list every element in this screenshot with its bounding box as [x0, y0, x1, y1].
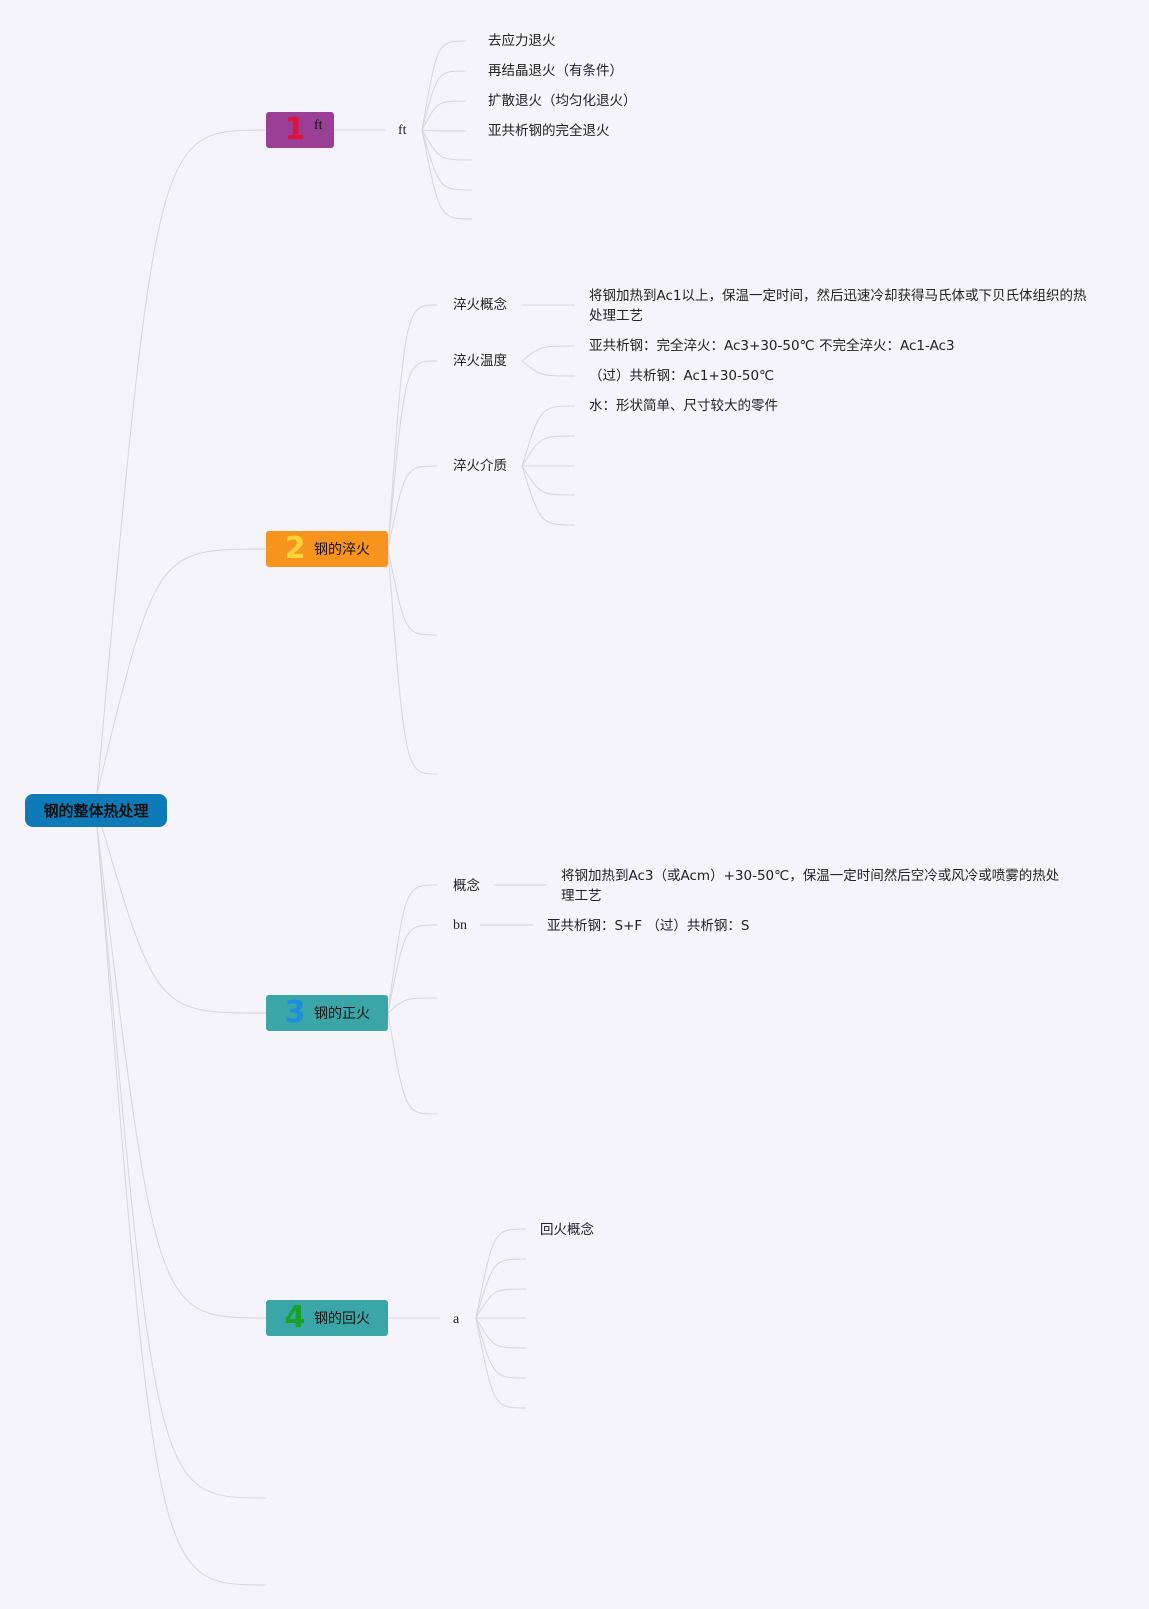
connector-line [421, 40, 467, 131]
connector-line [521, 345, 576, 362]
leaf-hypereutectoid-quench-temp[interactable]: （过）共析钢：Ac1+30-50℃ [589, 368, 775, 384]
leaf-water-medium[interactable]: 水：形状简单、尺寸较大的零件 [589, 398, 778, 414]
connector-line [421, 100, 467, 131]
subtopic-normalizing-concept[interactable]: 概念 [453, 878, 480, 894]
subtopic-quench-concept[interactable]: 淬火概念 [453, 297, 507, 313]
connector-line [521, 360, 576, 377]
connector-line [96, 548, 267, 795]
subtopic-bn[interactable]: bn [453, 918, 467, 933]
leaf-quench-definition[interactable]: 将钢加热到Ac1以上，保温一定时间，然后迅速冷却获得马氏体或下贝氏体组织的热处理… [589, 288, 1087, 324]
leaf-normalizing-definition[interactable]: 将钢加热到Ac3（或Acm）+30-50℃，保温一定时间然后空冷或风冷或喷雾的热… [561, 868, 1060, 904]
connector-line [387, 997, 438, 1014]
leaf-full-annealing[interactable]: 亚共析钢的完全退火 [488, 123, 610, 139]
branch-1-label: ft [314, 118, 323, 133]
leaf-recrystallization-annealing[interactable]: 再结晶退火（有条件） [488, 63, 623, 79]
branch-topic-2[interactable]: 2 钢的淬火 [266, 531, 388, 567]
number-3-icon: 3 [284, 995, 306, 1030]
connector-line [387, 548, 438, 636]
leaf-hypoeutectoid-quench-temp[interactable]: 亚共析钢：完全淬火：Ac3+30-50℃ 不完全淬火：Ac1-Ac3 [589, 338, 955, 354]
connector-line [96, 825, 267, 1586]
connector-line [521, 435, 576, 467]
leaf-normalizing-structure[interactable]: 亚共析钢：S+F （过）共析钢：S [547, 918, 750, 934]
connector-line [387, 304, 438, 550]
subtopic-quench-temperature[interactable]: 淬火温度 [453, 353, 507, 369]
connector-line [421, 70, 467, 131]
connector-line [96, 809, 267, 1014]
connector-line [475, 1317, 527, 1409]
connector-line [387, 884, 438, 1014]
connector-line [387, 924, 438, 1014]
subtopic-quench-medium[interactable]: 淬火介质 [453, 458, 507, 474]
branch-topic-3[interactable]: 3 钢的正火 [266, 995, 388, 1031]
subtopic-a[interactable]: a [453, 1312, 460, 1327]
connector-line [96, 825, 267, 1319]
connector-line [387, 1012, 438, 1115]
connector-line [421, 129, 473, 161]
connector-line [521, 465, 576, 496]
number-2-icon: 2 [284, 531, 306, 566]
root-topic[interactable]: 钢的整体热处理 [25, 794, 167, 827]
leaf-stress-relief-annealing[interactable]: 去应力退火 [488, 33, 556, 49]
connector-line [387, 465, 438, 550]
connector-line [96, 825, 267, 1499]
connector-line [475, 1317, 527, 1349]
connector-line [521, 405, 576, 467]
connector-line [521, 465, 576, 526]
number-4-icon: 4 [284, 1300, 306, 1335]
connector-line [475, 1317, 527, 1379]
connector-line [96, 129, 267, 795]
branch-topic-4[interactable]: 4 钢的回火 [266, 1300, 388, 1336]
connector-line [421, 129, 473, 191]
connector-line [475, 1258, 527, 1319]
branch-3-label: 钢的正火 [314, 1006, 370, 1022]
branch-2-label: 钢的淬火 [314, 542, 370, 558]
branch-4-label: 钢的回火 [314, 1311, 370, 1327]
connector-line [421, 129, 473, 220]
subtopic-ft[interactable]: ft [398, 123, 407, 138]
connector-line [387, 548, 438, 775]
connector-line [475, 1288, 527, 1319]
number-1-icon: 1 [284, 112, 306, 147]
leaf-tempering-concept[interactable]: 回火概念 [540, 1222, 594, 1238]
connector-line [421, 129, 467, 132]
connector-line [387, 360, 438, 550]
leaf-diffusion-annealing[interactable]: 扩散退火（均匀化退火） [488, 93, 637, 109]
connector-line [475, 1228, 527, 1319]
branch-topic-1[interactable]: 1 ft [266, 112, 334, 148]
